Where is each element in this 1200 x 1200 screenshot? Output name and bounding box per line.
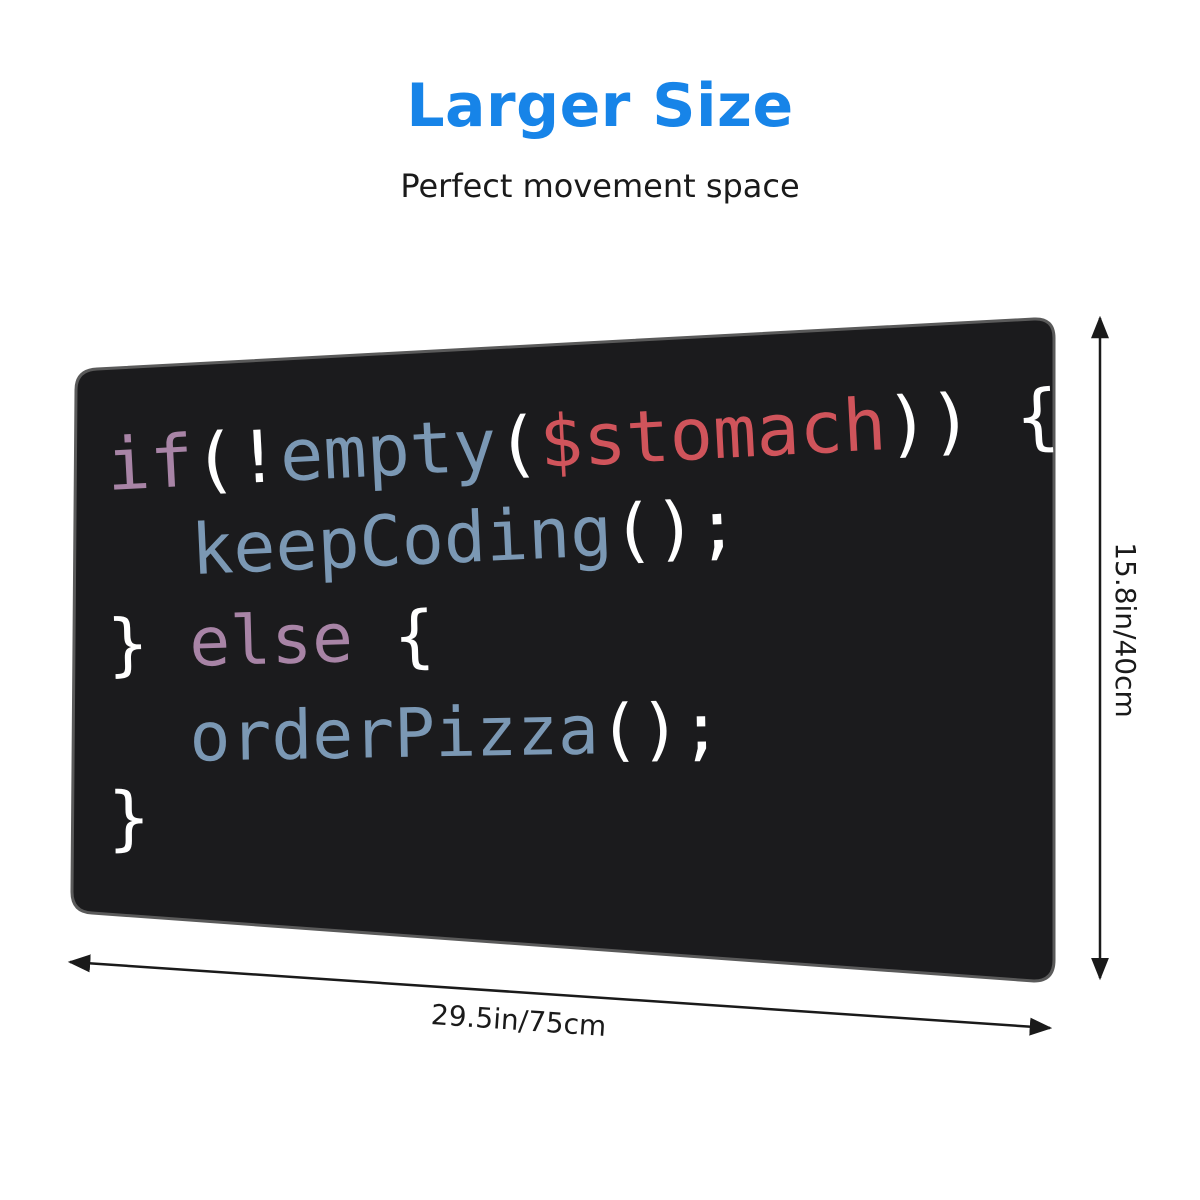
page-subtitle: Perfect movement space	[400, 167, 800, 205]
code-token: orderPizza	[107, 691, 600, 779]
code-token: ();	[598, 689, 722, 770]
code-token: {	[352, 597, 436, 678]
code-token: }	[108, 777, 151, 859]
code-token: (!	[191, 414, 282, 502]
code-line: if(!empty($stomach)) {	[104, 373, 1061, 507]
mousepad-code-print: if(!empty($stomach)) { keepCoding();} el…	[104, 373, 1061, 859]
width-dimension-arrow	[67, 954, 1053, 1036]
code-token: empty	[278, 403, 499, 498]
code-token: $stomach	[537, 382, 888, 484]
code-token: if	[104, 419, 195, 507]
code-token: )) {	[884, 373, 1062, 466]
code-token: ();	[610, 484, 740, 572]
height-dimension-label: 15.8in/40cm	[1109, 542, 1142, 718]
code-line: } else {	[106, 597, 436, 685]
code-line: }	[108, 777, 151, 859]
code-line: orderPizza();	[107, 689, 722, 779]
code-token: (	[494, 400, 542, 486]
code-token: else	[188, 599, 354, 683]
code-token: }	[106, 604, 190, 685]
width-dimension-label: 29.5in/75cm	[430, 998, 607, 1043]
page-title: Larger Size	[406, 71, 794, 141]
